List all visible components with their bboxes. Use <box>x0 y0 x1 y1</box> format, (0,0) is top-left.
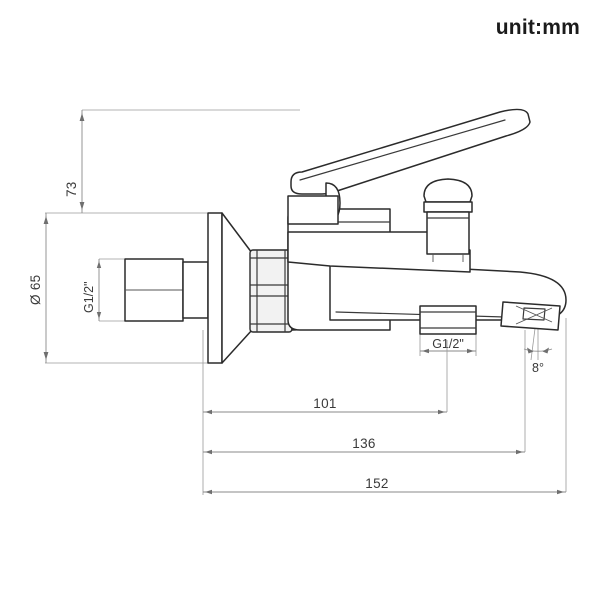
arrow-101-left <box>205 409 212 415</box>
arrow-152-left <box>205 489 212 495</box>
dimension-label-136: 136 <box>352 436 375 451</box>
dimension-label-outlet-thread: G1/2" <box>432 337 464 351</box>
arrow-angle-right <box>542 347 549 354</box>
faucet-part-geometry <box>124 108 567 364</box>
handle-base-collar <box>287 195 339 225</box>
dimension-label-152: 152 <box>365 476 388 491</box>
arrow-152-right <box>557 489 564 495</box>
lever-handle <box>290 108 531 195</box>
aerator-housing <box>500 301 561 331</box>
dimension-layer: 73 Ø 65 G1/2" G1/2" <box>28 109 567 495</box>
arrow-d65-bottom <box>43 352 49 360</box>
shower-outlet-thread <box>419 305 477 335</box>
diverter-knob-dome <box>423 178 473 203</box>
diverter-knob-body <box>426 211 470 255</box>
arrow-inlet-bottom <box>96 312 102 319</box>
dimension-label-angle-8: 8° <box>532 361 544 375</box>
dimension-label-inlet-thread: G1/2" <box>82 281 96 313</box>
arrow-outlet-right <box>467 348 474 354</box>
aerator-insert <box>522 307 546 321</box>
arrow-angle-left <box>527 347 534 354</box>
arrow-101-right <box>438 409 445 415</box>
arrow-136-left <box>205 449 212 455</box>
dimension-label-73: 73 <box>64 181 79 197</box>
angle-arc-8 <box>523 348 553 352</box>
hex-connector-nut <box>249 249 293 333</box>
inlet-shank <box>182 261 209 319</box>
aerator-hatch-b <box>515 307 553 325</box>
arrow-136-right <box>516 449 523 455</box>
arrow-outlet-left <box>422 348 429 354</box>
flange-base-plate <box>207 212 223 364</box>
diverter-knob-collar <box>423 201 473 213</box>
lever-handle-top-seam <box>299 119 506 181</box>
flange-cone <box>221 212 253 364</box>
arrow-73-bottom <box>79 202 85 210</box>
unit-note-label: unit:mm <box>495 16 580 39</box>
aerator-hatch-a <box>515 305 553 323</box>
arrow-73-top <box>79 113 85 121</box>
arrow-d65-top <box>43 216 49 224</box>
dimension-label-diameter-65: Ø 65 <box>28 275 43 305</box>
arrow-inlet-top <box>96 261 102 268</box>
dimension-label-101: 101 <box>313 396 336 411</box>
